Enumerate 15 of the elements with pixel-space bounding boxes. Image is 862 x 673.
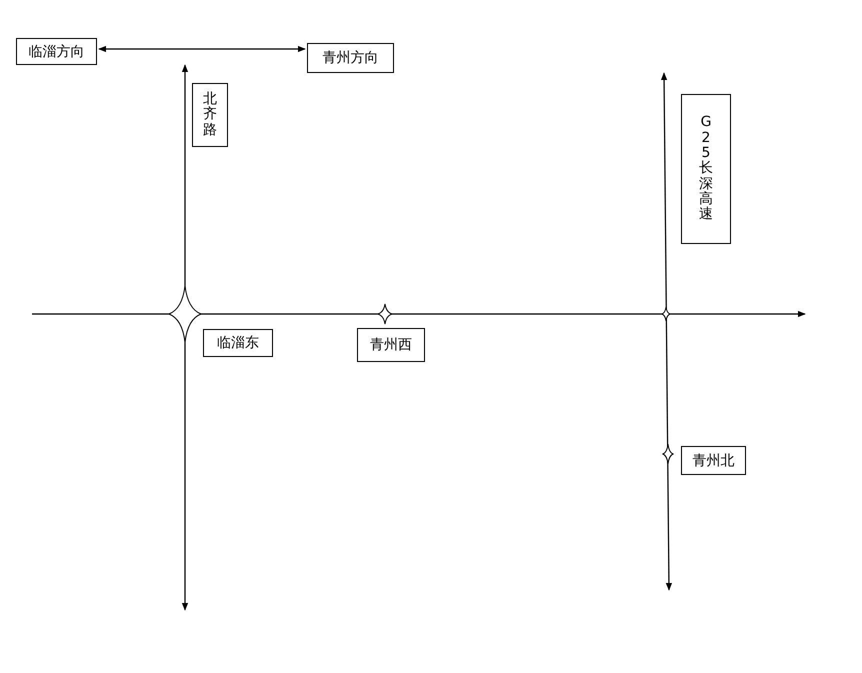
place-name: 北齐路: [203, 92, 217, 138]
label-box: [203, 329, 273, 357]
place-name: 青州西: [370, 336, 412, 354]
place-name: 青州方向: [322, 49, 378, 67]
label-box: [357, 328, 425, 362]
direction-arrow: [98, 46, 306, 52]
place-name: 青州北: [692, 452, 734, 470]
label-box: [16, 38, 97, 65]
place-name: G25 长深高速: [699, 115, 713, 223]
label-box: [192, 83, 228, 147]
place-name: 临淄东: [217, 334, 259, 352]
place-name: 临淄方向: [28, 42, 84, 60]
label-box: [681, 94, 731, 244]
label-box: [307, 43, 394, 73]
label-box: [681, 446, 746, 475]
